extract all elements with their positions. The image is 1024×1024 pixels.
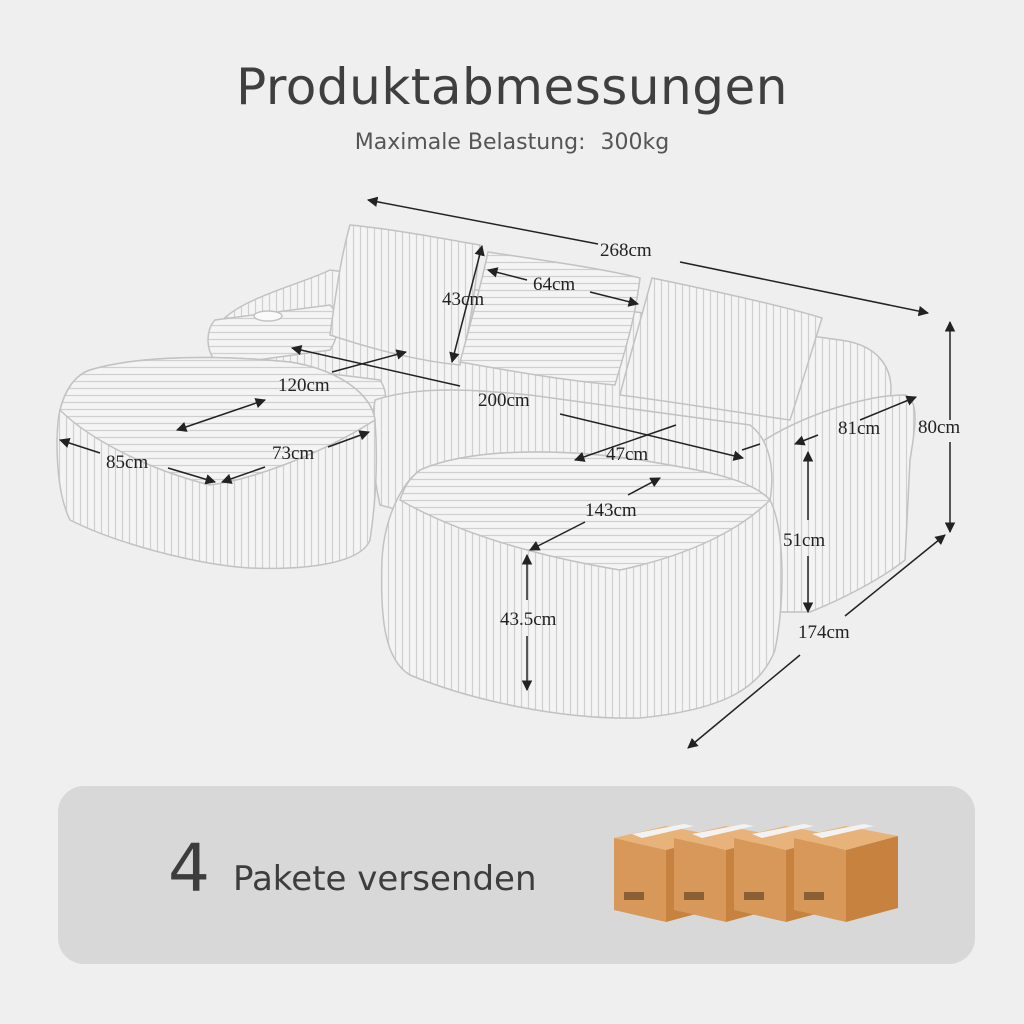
package-count: 4	[168, 830, 210, 907]
page-title: Produktabmessungen	[236, 58, 788, 116]
max-load-text: Maximale Belastung: 300kg	[0, 130, 1024, 155]
dim-lower-length: 143cm	[585, 500, 637, 521]
dim-seat-depth: 47cm	[606, 444, 648, 465]
dim-pillow-height: 43cm	[442, 289, 484, 310]
dim-ottoman-depth: 85cm	[106, 452, 148, 473]
dim-armrest-depth: 81cm	[838, 418, 880, 439]
sofa-dimension-drawing: 268cm 64cm 43cm 120cm 200cm 85cm 73cm 47…	[56, 196, 960, 749]
dim-ottoman-width: 73cm	[272, 443, 314, 464]
max-load-label: Maximale Belastung:	[354, 130, 586, 155]
dim-total-width: 268cm	[600, 240, 652, 261]
dimension-lines	[59, 196, 956, 749]
package-boxes	[614, 824, 898, 922]
sofa-illustration	[56, 224, 916, 719]
dim-total-height: 80cm	[918, 417, 960, 438]
dim-ottoman-height: 43.5cm	[500, 609, 557, 630]
shipping-panel: 4 Pakete versenden	[58, 786, 975, 964]
dim-seat-height: 51cm	[783, 530, 825, 551]
max-load-value: 300kg	[600, 130, 670, 155]
package-label: Pakete versenden	[233, 859, 537, 899]
box-icon	[794, 824, 898, 922]
dim-seat-width: 200cm	[478, 390, 530, 411]
dim-pillow-width: 64cm	[533, 274, 575, 295]
dim-total-depth: 174cm	[798, 622, 850, 643]
dim-chaise-length: 120cm	[278, 375, 330, 396]
